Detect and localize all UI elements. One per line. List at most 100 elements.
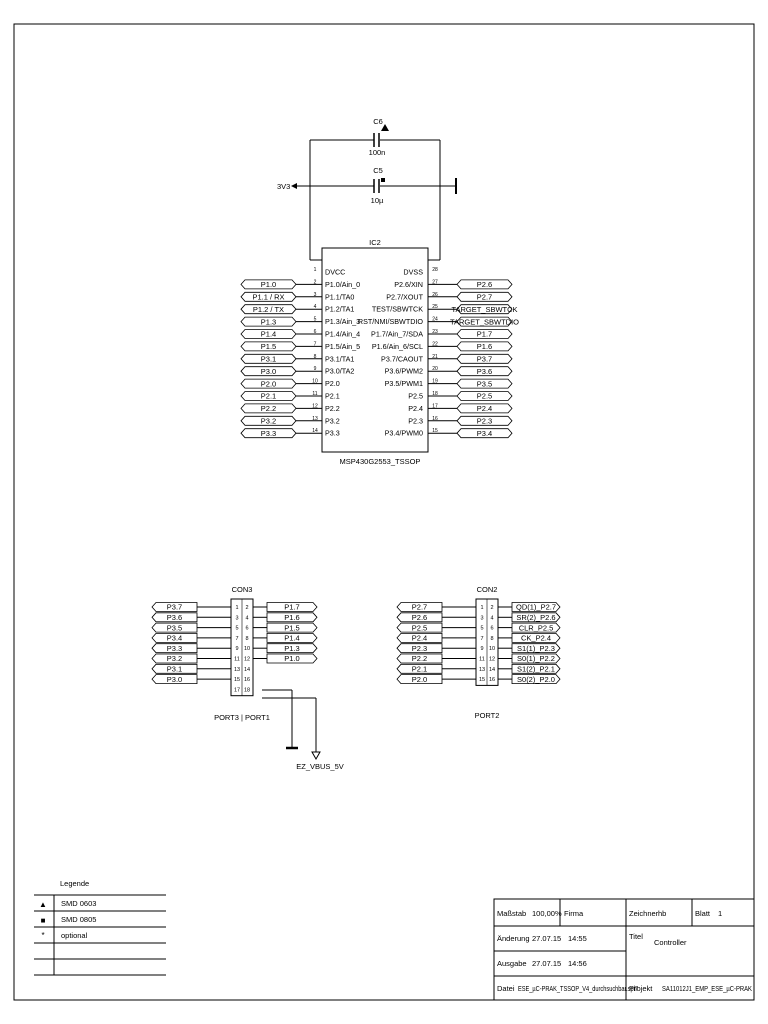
net-flag-shape [396, 602, 443, 612]
ic2-left-pin-number: 9 [314, 366, 317, 372]
con2-left-net-label: P2.7 [412, 603, 427, 612]
ic2-right-net-label: P2.4 [477, 404, 492, 413]
net-flag-shape [266, 622, 318, 633]
con2-pin-number: 1 [480, 605, 483, 611]
ic2-right-pin-label: P1.6/Ain_6/SCL [372, 342, 423, 351]
ic2-left-net-label: P1.3 [261, 317, 276, 326]
net-flag-shape [456, 304, 513, 315]
ic2-left-pin-number: 8 [314, 354, 317, 360]
net-flag-shape [240, 391, 297, 401]
con2-right-net-label: QD(1)_P2.7 [516, 603, 556, 612]
con2-pin-number: 7 [480, 636, 483, 642]
aenderung-label: Änderung [497, 934, 530, 943]
net-flag-shape [266, 633, 318, 643]
net-flag-shape [240, 291, 297, 302]
title-block: Maßstab 100,00% Firma Zeichner hb Blatt … [493, 898, 755, 1001]
net-flag-shape [240, 415, 297, 426]
legend-title: Legende [60, 879, 89, 888]
con3-left-net-label: P3.1 [167, 665, 182, 674]
ic2-right-pin-label: P2.3 [408, 416, 423, 425]
ic2-left-pin-label: P1.0/Ain_0 [325, 280, 360, 289]
con2-left-net-label: P2.1 [412, 665, 427, 674]
smd-0603-marker-icon [381, 124, 389, 131]
con3-ref: CON3 [232, 585, 253, 594]
con3-left-net-label: P3.7 [167, 603, 182, 612]
net-flag-shape [396, 674, 443, 684]
ic2-right-pin-number: 15 [432, 428, 438, 434]
legend-triangle-icon: ▲ [39, 900, 47, 909]
vbus-arrow-icon [311, 751, 321, 761]
ic2-left-pin-label: P1.3/Ain_3 [325, 317, 360, 326]
ic2-right-pin-number: 25 [432, 304, 438, 310]
con3-left-net-label: P3.4 [167, 634, 182, 643]
con3-pin-number: 5 [235, 626, 238, 632]
ic2-right-pin-number: 26 [432, 292, 438, 298]
zeichner-value: hb [658, 909, 666, 918]
net-flag-shape [456, 316, 513, 327]
ausgabe-label: Ausgabe [497, 959, 527, 968]
legend: Legende ▲ SMD 0603 ■ SMD 0805 * optional [34, 879, 166, 976]
aenderung-time: 14:55 [568, 934, 587, 943]
ic2-left-pin-label: P2.1 [325, 392, 340, 401]
net-flag-shape [456, 353, 513, 364]
ic2-left-net-label: P2.2 [261, 404, 276, 413]
ic2-left-net-label: P3.3 [261, 429, 276, 438]
ic2-right-net-label: P2.3 [477, 417, 492, 426]
ic2-left-pin-label: P3.2 [325, 416, 340, 425]
con2-left-net-label: P2.6 [412, 613, 427, 622]
net-flag-shape [396, 612, 443, 623]
ic2-left-pin-number: 10 [312, 379, 318, 385]
ic2-right-pin-number: 21 [432, 354, 438, 360]
ic2-right-pin-number: 24 [432, 317, 438, 323]
con2-right-net-label: CLR_P2.5 [519, 623, 554, 632]
ic2-right-pin-label: TEST/SBWTCK [372, 305, 423, 314]
con2-label: PORT2 [475, 711, 500, 720]
net-flag-shape [240, 329, 297, 339]
ic2-left-net-label: P3.1 [261, 355, 276, 364]
ez-vbus-label: EZ_VBUS_5V [296, 762, 344, 771]
net-flag-shape [511, 643, 561, 654]
net-flag-shape [240, 353, 297, 364]
con2-pin-number: 4 [490, 615, 493, 621]
con2-ref: CON2 [477, 585, 498, 594]
ic2-right-net-label: TARGET_SBWTDIO [450, 317, 519, 326]
con3-power-wiring [262, 689, 317, 752]
ic2-left-pin-label: P1.1/TA0 [325, 292, 354, 301]
ic2-left-pin-number: 11 [312, 391, 317, 397]
ic2-left-pin-number: 2 [314, 279, 317, 285]
ic2-left-pin-number: 13 [312, 416, 318, 422]
con2-pin-number: 12 [489, 657, 495, 663]
ic2-left-pin-number: 7 [314, 341, 317, 347]
net-flag-shape [456, 279, 513, 290]
con2-pin-number: 13 [479, 667, 485, 673]
net-flag-shape [396, 643, 443, 654]
sheet-border [13, 23, 755, 1001]
ic2-left-pin-number: 5 [314, 317, 317, 323]
ic2-right-pin-label: P2.5 [408, 392, 423, 401]
ic2-right-net-label: P3.5 [477, 379, 492, 388]
net-flag-shape [511, 612, 561, 623]
firma-label: Firma [564, 909, 584, 918]
net-flag-shape [266, 602, 318, 612]
ic2-right-net-label: P2.7 [477, 293, 492, 302]
net-flag-shape [396, 653, 443, 664]
net-flag-shape [511, 663, 561, 674]
net-flag-shape [151, 612, 198, 623]
con3-pin-number: 9 [235, 646, 238, 652]
net-flag-shape [266, 653, 318, 664]
ic2-left-net-label: P3.0 [261, 367, 276, 376]
arrow-3v3-icon [291, 183, 297, 189]
net-flag-shape [240, 428, 297, 439]
ic2-right-pin-label: P1.7/Ain_7/SDA [371, 330, 423, 339]
net-flag-shape [456, 428, 513, 439]
ic2-right-pin-label: DVSS [403, 268, 423, 277]
con3-pin-number: 15 [234, 677, 240, 683]
con3-left-net-label: P3.0 [167, 675, 182, 684]
projekt-label: Projekt [629, 984, 653, 993]
ic2-right-net-label: TARGET_SBWTCK [451, 305, 517, 314]
net-flag-shape [240, 304, 297, 315]
blatt-label: Blatt [695, 909, 711, 918]
ic2-left-pin-number: 12 [312, 403, 318, 409]
con3-label: PORT3 | PORT1 [214, 713, 270, 722]
